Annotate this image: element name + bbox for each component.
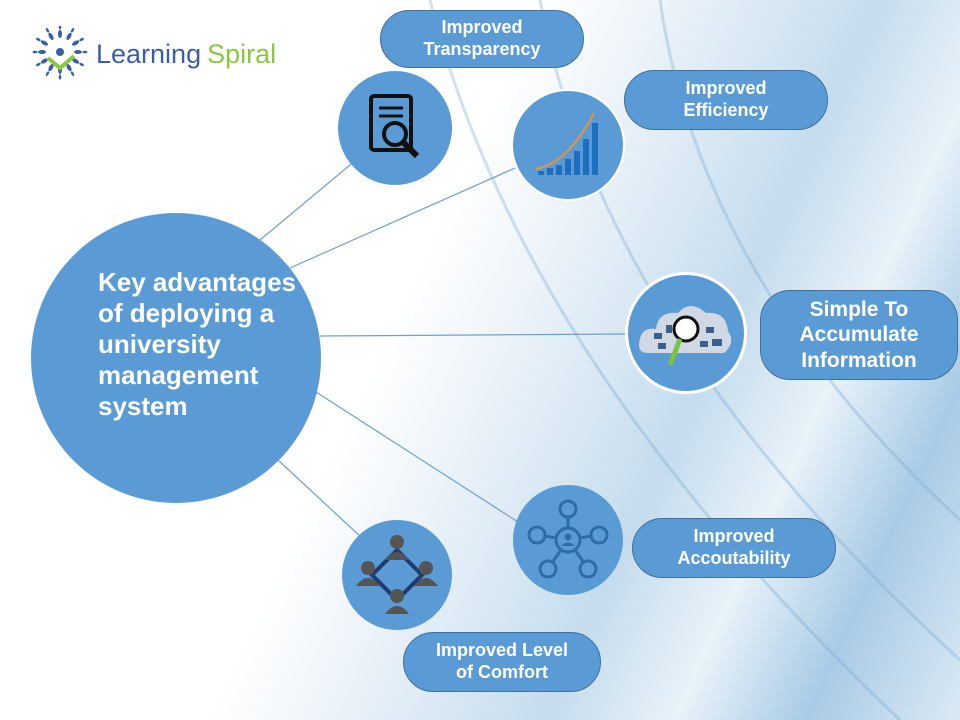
label-line: Efficiency [683, 100, 769, 120]
label-line: Improved Level [435, 640, 569, 661]
center-title: Key advantages of deploying a university… [98, 267, 296, 421]
information-circle [625, 272, 747, 394]
label-line: Information [801, 348, 917, 372]
connector-comfort [277, 459, 363, 539]
spiral-logo-icon [32, 26, 88, 80]
label-line: Transparency [423, 39, 541, 59]
connector-transparency [259, 159, 357, 241]
comfort-circle [342, 520, 452, 630]
cloud-data-search-icon [639, 306, 732, 366]
label-line: Improved [441, 17, 523, 38]
document-search-icon [369, 94, 420, 159]
logo-word-learning: Learning [96, 38, 202, 69]
team-network-icon [356, 535, 438, 614]
label-line: Accoutability [677, 548, 791, 568]
center-circle [31, 213, 321, 503]
label-line: Improved [693, 526, 775, 547]
logo-word-spiral: Spiral [207, 38, 277, 69]
accountability-circle [513, 485, 623, 595]
label-line: Simple To [809, 298, 909, 322]
transparency-circle [338, 71, 452, 185]
efficiency-circle [511, 89, 625, 201]
background-swoosh [428, 0, 902, 720]
connector-information [319, 333, 629, 337]
connector-accountability [315, 391, 519, 523]
growth-chart-icon [535, 112, 598, 175]
label-line: Improved [685, 78, 767, 99]
connector-efficiency [289, 167, 516, 269]
label-line: Accumulate [799, 323, 919, 347]
label-line: of Comfort [456, 662, 548, 682]
logo: Learning Spiral [30, 26, 276, 82]
network-user-icon [527, 499, 609, 579]
